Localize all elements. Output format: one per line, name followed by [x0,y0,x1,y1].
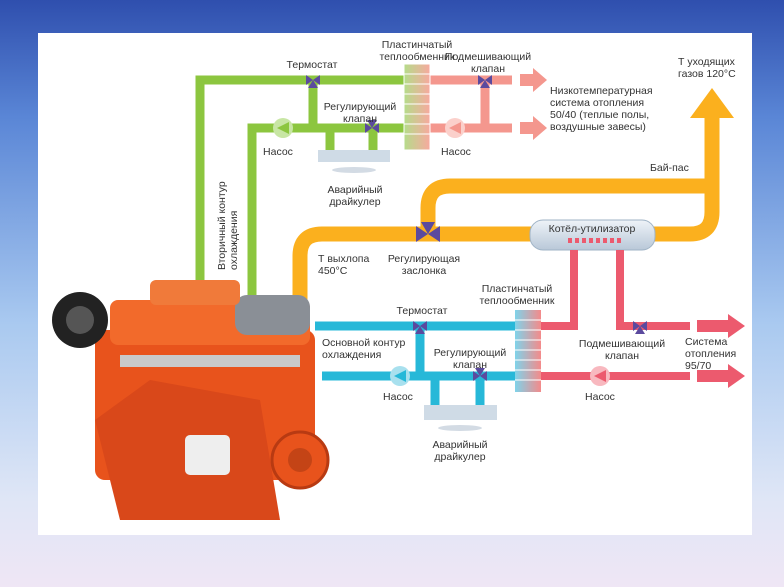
fan-icon [332,167,376,173]
low-temp-pipes [430,75,512,133]
label-primary-pump-left: Насос [383,391,413,403]
svg-text:воздушные завесы): воздушные завесы) [550,121,646,133]
svg-text:драйкулер: драйкулер [329,196,380,208]
label-primary-control-valve: Регулирующий [434,347,507,359]
secondary-drycooler [318,150,390,162]
pump-icon [445,118,465,138]
damper-icon [416,222,440,242]
label-primary-drycooler: Аварийный [432,439,487,451]
svg-text:охлаждения: охлаждения [228,211,240,270]
svg-text:клапан: клапан [605,350,639,362]
label-primary-thermostat: Термостат [397,305,448,317]
svg-text:50/40 (теплые полы,: 50/40 (теплые полы, [550,109,649,121]
waste-heat-boiler [529,219,656,251]
secondary-heat-exchanger [403,63,431,151]
label-secondary-pump-right: Насос [441,146,471,158]
labels: Пластинчатый теплообменник Термостат Под… [216,39,736,463]
svg-text:отопления: отопления [685,348,736,360]
svg-text:теплообменник: теплообменник [379,51,454,63]
label-exhaust-temp: Т выхлопа [318,253,369,265]
valve-icon [365,120,379,133]
exhaust-outlet-arrow [690,88,734,118]
valve-icon [306,75,320,88]
heating-pipes [540,250,690,380]
pump-icon [273,118,293,138]
label-primary-pump-right: Насос [585,391,615,403]
primary-drycooler [424,405,497,420]
label-primary-exchanger: Пластинчатый [482,283,553,295]
arrow-lowtemp-supply [520,68,547,92]
svg-text:заслонка: заслонка [402,265,447,277]
label-lowtemp-heating: Низкотемпературная [550,85,653,97]
label-primary-mixing-valve: Подмешивающий [579,338,665,350]
arrow-heating-supply [697,314,745,338]
fan-icon [438,425,482,431]
svg-text:клапан: клапан [471,63,505,75]
pump-icon [590,366,610,386]
gas-engine-image [52,280,330,520]
label-secondary-control-valve: Регулирующий [324,101,397,113]
svg-text:клапан: клапан [453,359,487,371]
svg-text:газов 120°С: газов 120°С [678,68,736,80]
valve-icon [478,75,492,88]
exhaust-pipes [292,115,720,310]
primary-heat-exchanger [515,310,541,392]
svg-text:95/70: 95/70 [685,360,711,372]
label-secondary-thermostat: Термостат [287,59,338,71]
label-secondary-drycooler: Аварийный [327,184,382,196]
svg-text:драйкулер: драйкулер [434,451,485,463]
label-waste-heat-boiler: Котёл-утилизатор [549,223,636,235]
arrow-heating-return [697,364,745,388]
label-damper: Регулирующая [388,253,460,265]
label-heating-system: Система [685,336,727,348]
pump-icon [390,366,410,386]
valve-icon [473,368,487,381]
svg-text:теплообменник: теплообменник [479,295,554,307]
svg-text:охлаждения: охлаждения [322,349,381,361]
svg-text:клапан: клапан [343,113,377,125]
svg-text:система отопления: система отопления [550,97,644,109]
label-secondary-mixing-valve: Подмешивающий [445,51,531,63]
label-secondary-exchanger: Пластинчатый [382,39,453,51]
svg-text:450°С: 450°С [318,265,348,277]
label-bypass: Бай-пас [650,162,689,174]
arrow-lowtemp-return [520,116,547,140]
label-primary-loop: Основной контур [322,337,405,349]
label-secondary-pump-left: Насос [263,146,293,158]
valve-icon [413,321,427,334]
label-secondary-loop: Вторичный контур [216,181,228,270]
label-exhaust-outlet: Т уходящих [678,56,736,68]
valve-icon [633,321,647,334]
